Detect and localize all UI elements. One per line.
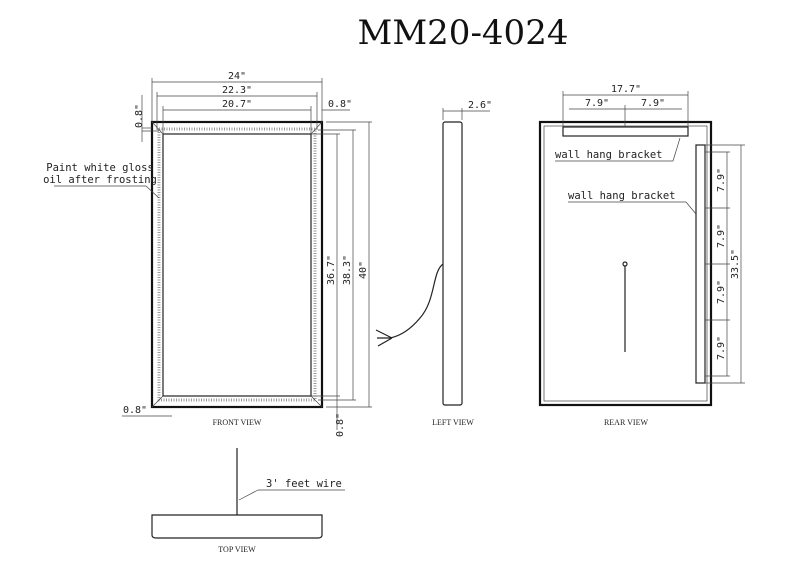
dim-height-mid: 38.3" <box>342 255 353 285</box>
dim-bracket-seg2: 7.9" <box>641 98 665 109</box>
dim-side-seg1: 7.9" <box>716 168 727 192</box>
model-title: MM20-4024 <box>358 13 569 53</box>
mirror-glass <box>162 133 312 397</box>
dim-width-inner: 20.7" <box>222 99 252 110</box>
front-view: 24" 22.3" 20.7" 0.8" 0.8" 36.7" 38.3" 40… <box>43 71 372 437</box>
dim-depth: 2.6" <box>468 100 492 111</box>
rear-view: 17.7" 7.9" 7.9" wall hang bracket wall h… <box>538 84 745 427</box>
wire-note: 3' feet wire <box>266 478 342 490</box>
side-bracket-label: wall hang bracket <box>568 190 675 202</box>
frost-note-line2: oil after frosting <box>43 174 157 186</box>
dim-border-right: 0.8" <box>328 99 352 110</box>
power-cord <box>389 263 444 339</box>
mirror-outer-frame <box>150 120 324 409</box>
mirror-top-profile <box>151 514 323 539</box>
dim-border-left: 0.8" <box>123 405 147 416</box>
dim-side-total: 33.5" <box>730 249 741 279</box>
top-view: 3' feet wire TOP VIEW <box>151 448 345 554</box>
mirror-back <box>538 120 713 407</box>
dim-side-seg4: 7.9" <box>716 336 727 360</box>
dim-width-mid: 22.3" <box>222 85 252 96</box>
dim-bracket-width: 17.7" <box>611 84 641 95</box>
frosted-border <box>157 127 317 402</box>
dim-side-seg2: 7.9" <box>716 224 727 248</box>
dim-border-top: 0.8" <box>134 104 145 128</box>
top-wall-bracket <box>562 126 689 137</box>
left-view: 2.6" LEFT VIEW <box>375 100 492 427</box>
dim-border-bottom: 0.8" <box>335 413 346 437</box>
mirror-side-profile <box>442 121 463 406</box>
front-view-label: FRONT VIEW <box>213 418 262 427</box>
top-view-label: TOP VIEW <box>218 545 256 554</box>
frost-note-line1: Paint white gloss <box>46 162 153 174</box>
dim-height-inner: 36.7" <box>326 255 337 285</box>
side-wall-bracket <box>695 144 706 384</box>
dim-height-overall: 40" <box>358 261 369 279</box>
cord-end-icon <box>375 329 393 347</box>
dim-bracket-seg1: 7.9" <box>585 98 609 109</box>
dim-side-seg3: 7.9" <box>716 280 727 304</box>
top-bracket-label: wall hang bracket <box>555 149 662 161</box>
rear-view-label: REAR VIEW <box>604 418 649 427</box>
dim-width-overall: 24" <box>228 71 246 82</box>
left-view-label: LEFT VIEW <box>432 418 474 427</box>
